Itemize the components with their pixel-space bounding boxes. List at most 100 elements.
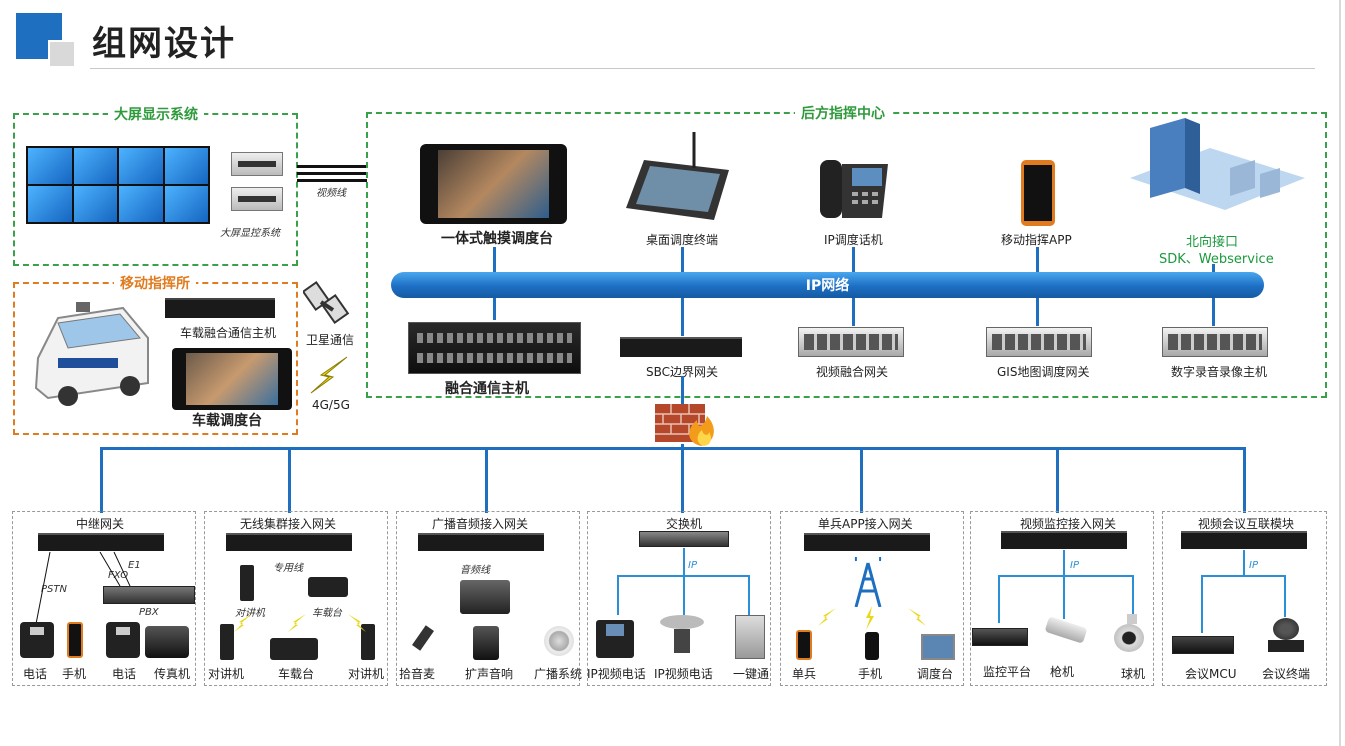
bus-connector: [852, 247, 855, 273]
gateway-title: 交换机: [666, 517, 703, 531]
mobile-phone-icon: [865, 632, 879, 660]
drop-line: [485, 447, 488, 513]
drop-line: [288, 447, 291, 513]
bus-connector: [1036, 298, 1039, 326]
ip-link-line: [998, 575, 1000, 623]
gateway-panel-conference: [1162, 511, 1327, 686]
vehicle-console-icon: [172, 348, 292, 410]
fusion-host-label: 融合通信主机: [445, 381, 529, 397]
big-screen-title: 大屏显示系统: [108, 104, 204, 124]
broadcast-gateway-icon: [418, 533, 544, 551]
ip-link-label: IP: [1249, 560, 1258, 571]
walkie-talkie-icon: [240, 565, 254, 601]
wireless-bolt-icon: [348, 614, 366, 632]
radio-gateway-icon: [226, 533, 352, 551]
gateway-title: 视频监控接入网关: [1020, 517, 1117, 531]
drop-line: [860, 447, 863, 513]
firewall-icon: [655, 404, 714, 446]
fax-icon: [145, 626, 189, 658]
gateway-title: 广播音频接入网关: [432, 517, 529, 531]
page-title: 组网设计: [92, 24, 236, 64]
video-cable-line: [297, 172, 367, 175]
ip-link-line: [1063, 575, 1065, 619]
firewall-connector: [681, 444, 684, 449]
walkie-label: 对讲机: [235, 608, 265, 619]
gateway-title: 单兵APP接入网关: [818, 517, 913, 531]
car-radio-icon: [270, 638, 318, 660]
device-label: 车载台: [278, 667, 315, 681]
distribution-bus: [100, 447, 1246, 450]
wireless-bolt-icon: [908, 608, 926, 626]
drop-line: [100, 447, 103, 513]
ip-link-line: [1284, 575, 1286, 617]
gateway-panel-trunk: [12, 511, 196, 686]
device-label: IP视频电话: [587, 667, 646, 681]
device-label: 电话: [23, 667, 48, 681]
recorder-host-label: 数字录音录像主机: [1171, 365, 1268, 379]
ip-video-phone-icon: [596, 620, 634, 658]
car-radio-label: 车载台: [312, 608, 342, 619]
ip-link-line: [1201, 575, 1203, 633]
fxo-label: FXO: [108, 570, 129, 581]
ip-link-line: [683, 575, 685, 615]
car-radio-icon: [308, 577, 348, 597]
ip-link-line: [998, 575, 1134, 577]
ip-network-bus: IP网络: [391, 272, 1264, 298]
bus-connector: [852, 298, 855, 326]
conference-camera-icon: [1268, 618, 1304, 654]
bus-connector: [1212, 264, 1215, 273]
mobile-app-icon: [1021, 160, 1055, 226]
pbx-label: PBX: [139, 607, 159, 618]
drop-line: [681, 447, 684, 513]
ip-link-line: [1243, 550, 1245, 576]
gateway-panel-radio: [204, 511, 388, 686]
ip-link-line: [748, 575, 750, 615]
vehicle-host-icon: [165, 298, 275, 318]
bus-connector: [681, 298, 684, 336]
north-interface-label: 北向接口: [1186, 235, 1239, 250]
video-fusion-gateway-icon: [798, 327, 904, 357]
vehicle-host-label: 车载融合通信主机: [180, 326, 277, 340]
trunk-gateway-icon: [38, 533, 164, 551]
satellite-label: 卫星通信: [306, 333, 355, 347]
device-label: 会议MCU: [1185, 667, 1237, 681]
cellular-bolt-icon: [310, 356, 348, 394]
cellular-label: 4G/5G: [312, 398, 350, 412]
gateway-title: 中继网关: [76, 517, 125, 531]
ip-link-line: [1132, 575, 1134, 615]
pstn-label: PSTN: [41, 584, 67, 595]
bus-connector: [493, 247, 496, 273]
north-interface-servers-icon: [1130, 118, 1305, 210]
sbc-gateway-label: SBC边界网关: [646, 365, 719, 379]
conference-phone-icon: [660, 615, 704, 657]
ip-link-label: IP: [688, 560, 697, 571]
vehicle-console-label: 车载调度台: [192, 413, 262, 429]
device-label: 广播系统: [534, 667, 583, 681]
ip-phone-icon: [820, 160, 888, 218]
device-label: 监控平台: [983, 665, 1032, 679]
wireless-bolt-icon: [288, 614, 306, 632]
gateway-title: 视频会议互联模块: [1198, 517, 1295, 531]
video-fusion-gateway-label: 视频融合网关: [816, 365, 889, 379]
dome-camera-icon: [1114, 614, 1150, 654]
bus-connector: [681, 247, 684, 273]
satellite-icon: [303, 281, 350, 324]
device-label: 球机: [1121, 667, 1146, 681]
mcu-icon: [1172, 636, 1234, 654]
firewall-connector: [681, 376, 684, 406]
device-label: 拾音麦: [399, 667, 436, 681]
bus-connector: [493, 298, 496, 320]
conference-module-icon: [1181, 531, 1307, 549]
recorder-host-icon: [1162, 327, 1268, 357]
microphone-icon: [408, 625, 434, 660]
e1-label: E1: [128, 560, 141, 571]
device-label: IP视频电话: [654, 667, 713, 681]
wireless-bolt-icon: [818, 608, 836, 626]
right-edge-bar: [1339, 0, 1341, 746]
bus-connector: [1212, 298, 1215, 326]
video-cable-line: [297, 179, 367, 182]
drop-line: [1056, 447, 1059, 513]
drop-line: [1243, 447, 1246, 513]
phone-icon: [20, 622, 54, 658]
device-label: 枪机: [1050, 665, 1075, 679]
